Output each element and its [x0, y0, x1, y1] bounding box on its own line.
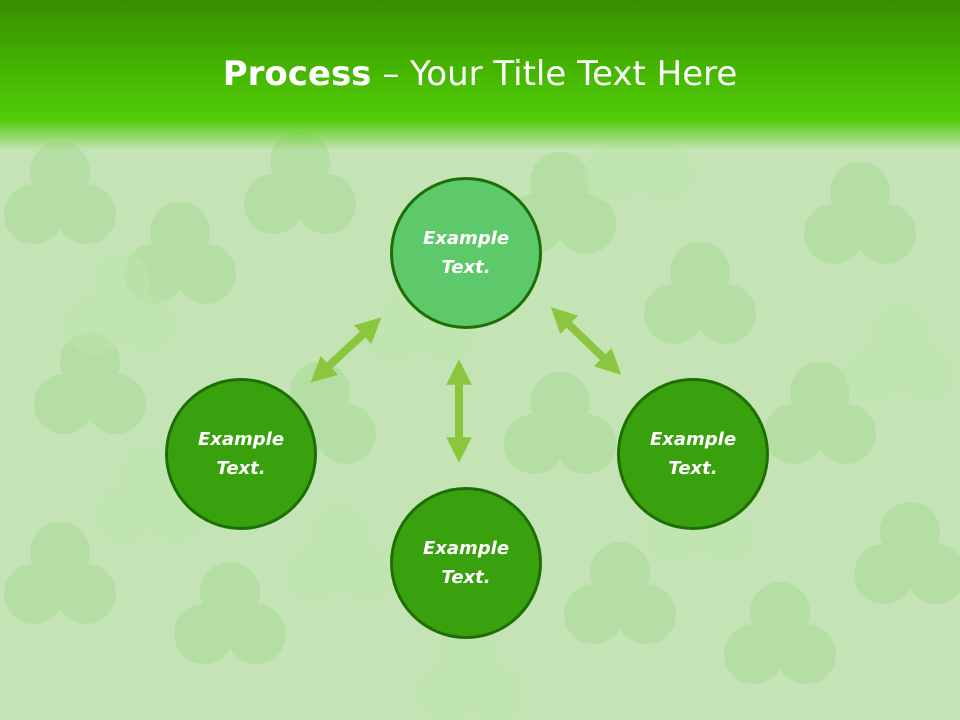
- process-node-right[interactable]: Example Text.: [617, 378, 769, 530]
- node-label-line1: Example: [422, 538, 510, 559]
- node-label-line2: Text.: [668, 458, 718, 479]
- process-node-left[interactable]: Example Text.: [165, 378, 317, 530]
- node-label-line2: Text.: [441, 567, 491, 588]
- title-bar: [0, 0, 960, 150]
- node-label-line1: Example: [649, 429, 737, 450]
- arrow-top-left: [310, 317, 382, 383]
- node-label-line1: Example: [422, 228, 510, 249]
- process-node-bottom[interactable]: Example Text.: [390, 487, 542, 639]
- title-rest: – Your Title Text Here: [371, 54, 738, 94]
- node-label-line1: Example: [197, 429, 285, 450]
- title-bold: Process: [222, 54, 372, 94]
- node-label-line2: Text.: [441, 257, 491, 278]
- node-label-line2: Text.: [216, 458, 266, 479]
- slide-title: Process – Your Title Text Here: [0, 52, 960, 96]
- process-node-top[interactable]: Example Text.: [390, 177, 542, 329]
- arrow-top-right: [550, 307, 622, 375]
